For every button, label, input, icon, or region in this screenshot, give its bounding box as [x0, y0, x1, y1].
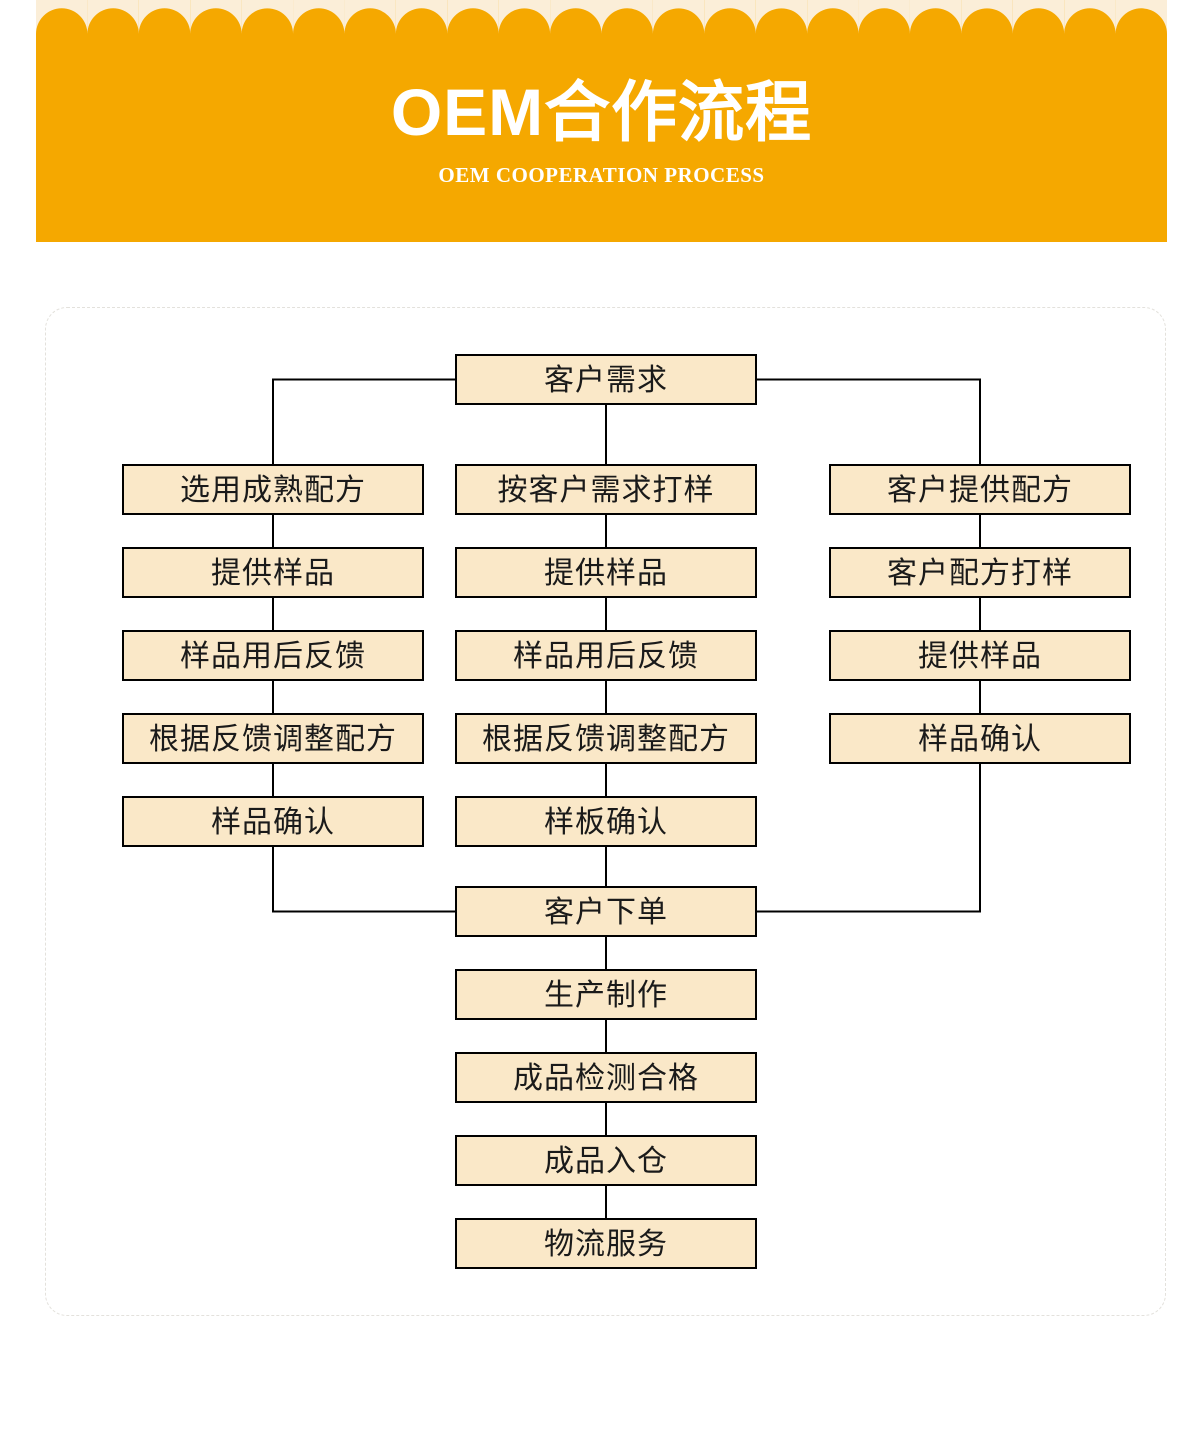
- scalloped-edge-decoration: [36, 0, 1167, 34]
- flow-node-branch-existing-formula-2-label: 样品用后反馈: [180, 640, 366, 673]
- scallop-arc: [87, 0, 139, 34]
- scallop-arc: [807, 0, 859, 34]
- flow-node-branch-client-formula-0[interactable]: [829, 464, 1131, 515]
- flow-node-branch-client-formula-3-label: 样品确认: [918, 723, 1042, 756]
- scallop-arc: [138, 0, 191, 34]
- flow-node-branch-existing-formula-0-label: 选用成熟配方: [180, 474, 366, 507]
- connector-split-right: [756, 378, 981, 465]
- header-banner: OEM合作流程 OEM COOPERATION PROCESS: [36, 0, 1167, 242]
- flow-node-branch-client-formula-2[interactable]: [829, 630, 1131, 681]
- page-title: OEM合作流程: [390, 74, 813, 149]
- flow-node-branch-custom-sample-1-label: 提供样品: [544, 557, 668, 590]
- scallop-arc: [498, 0, 551, 34]
- scallop-arc: [858, 0, 910, 34]
- scallop-arc: [395, 0, 448, 34]
- scallop-arc: [36, 0, 88, 34]
- flow-node-branch-custom-sample-2[interactable]: [455, 630, 757, 681]
- node-layer: 客户需求选用成熟配方提供样品样品用后反馈根据反馈调整配方样品确认按客户需求打样提…: [122, 354, 1131, 1269]
- scallop-arc: [601, 0, 653, 34]
- scallop-arc: [447, 0, 499, 34]
- flow-node-branch-custom-sample-0[interactable]: [455, 464, 757, 515]
- scallop-arc: [755, 0, 808, 34]
- flow-node-branch-existing-formula-3-label: 根据反馈调整配方: [149, 723, 397, 756]
- banner-text-block: OEM合作流程 OEM COOPERATION PROCESS: [36, 0, 1167, 242]
- flow-node-branch-existing-formula-0[interactable]: [122, 464, 424, 515]
- flow-node-tail-0-label: 生产制作: [544, 979, 668, 1012]
- flow-node-branch-custom-sample-1[interactable]: [455, 547, 757, 598]
- flow-node-tail-0[interactable]: [455, 969, 757, 1020]
- scallop-arc: [1064, 0, 1116, 34]
- flow-node-branch-custom-sample-4-label: 样板确认: [544, 806, 668, 839]
- flow-node-branch-existing-formula-4-label: 样品确认: [211, 806, 335, 839]
- scallop-arc: [241, 0, 294, 34]
- scallop-arc: [1115, 0, 1167, 34]
- flow-node-merge-label: 客户下单: [544, 896, 668, 929]
- flowchart-diagram: 客户需求选用成熟配方提供样品样品用后反馈根据反馈调整配方样品确认按客户需求打样提…: [122, 354, 1131, 1269]
- scallop-arc: [961, 0, 1013, 34]
- flow-node-branch-custom-sample-3[interactable]: [455, 713, 757, 764]
- flow-node-tail-3[interactable]: [455, 1218, 757, 1269]
- flow-node-branch-custom-sample-0-label: 按客户需求打样: [498, 474, 715, 507]
- scallop-arc: [909, 0, 962, 34]
- flow-node-branch-custom-sample-4[interactable]: [455, 796, 757, 847]
- flow-node-branch-client-formula-2-label: 提供样品: [918, 640, 1042, 673]
- flow-node-branch-existing-formula-2[interactable]: [122, 630, 424, 681]
- scallop-arc: [550, 0, 602, 34]
- connector-right-to-merge: [756, 763, 981, 913]
- flow-node-branch-existing-formula-3[interactable]: [122, 713, 424, 764]
- flow-node-branch-existing-formula-4[interactable]: [122, 796, 424, 847]
- connector-split-left: [272, 378, 456, 465]
- flow-node-branch-existing-formula-1-label: 提供样品: [211, 557, 335, 590]
- flow-node-tail-1-label: 成品检测合格: [513, 1062, 699, 1095]
- scallop-arc: [344, 0, 396, 34]
- flow-node-branch-client-formula-3[interactable]: [829, 713, 1131, 764]
- flow-node-tail-2[interactable]: [455, 1135, 757, 1186]
- flow-node-branch-existing-formula-1[interactable]: [122, 547, 424, 598]
- scallop-arc: [704, 0, 756, 34]
- flow-node-branch-client-formula-1-label: 客户配方打样: [887, 557, 1073, 590]
- flow-node-tail-3-label: 物流服务: [544, 1228, 668, 1261]
- flow-node-branch-custom-sample-2-label: 样品用后反馈: [513, 640, 699, 673]
- scallop-arc: [652, 0, 705, 34]
- scallop-arc: [190, 0, 242, 34]
- flow-node-tail-1[interactable]: [455, 1052, 757, 1103]
- flow-node-start[interactable]: [455, 354, 757, 405]
- flow-node-tail-2-label: 成品入仓: [544, 1145, 668, 1178]
- scallop-arc: [1012, 0, 1065, 34]
- flow-node-branch-custom-sample-3-label: 根据反馈调整配方: [482, 723, 730, 756]
- connector-layer: [272, 378, 981, 1219]
- flow-node-start-label: 客户需求: [544, 364, 668, 397]
- scallop-arc: [293, 0, 345, 34]
- flow-node-merge[interactable]: [455, 886, 757, 937]
- flow-node-branch-client-formula-0-label: 客户提供配方: [887, 474, 1073, 507]
- connector-left-to-merge: [272, 846, 456, 913]
- flow-node-branch-client-formula-1[interactable]: [829, 547, 1131, 598]
- page-subtitle: OEM COOPERATION PROCESS: [438, 163, 765, 188]
